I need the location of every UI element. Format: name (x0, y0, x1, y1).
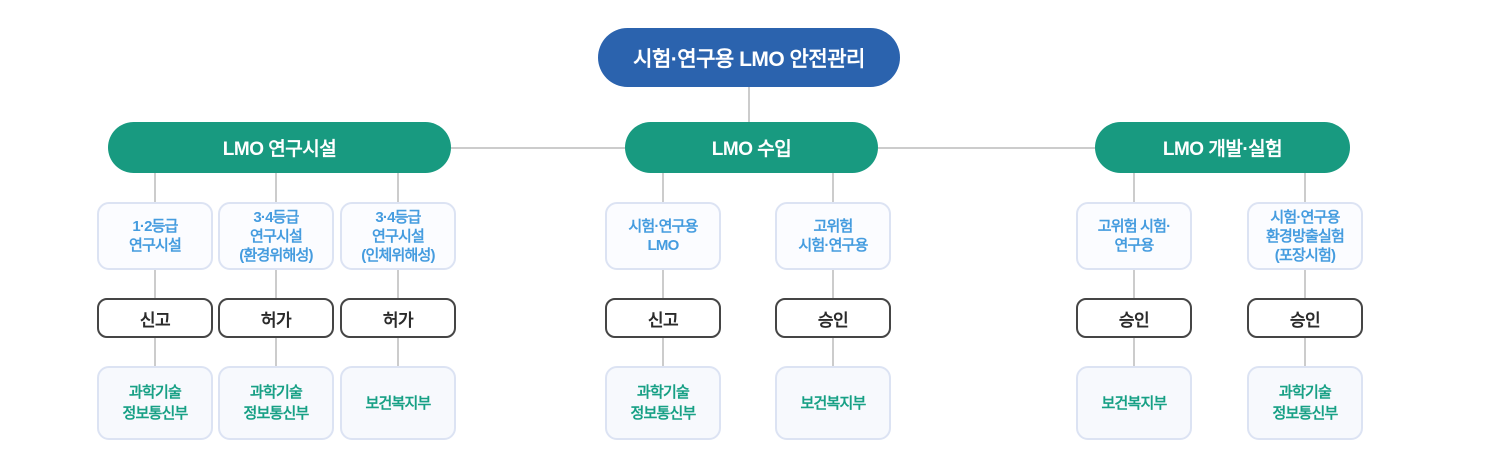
connector-line (397, 338, 399, 366)
ministry-box: 보건복지부 (1076, 366, 1192, 440)
group-pill-import: LMO 수입 (625, 122, 878, 173)
ministry-box: 보건복지부 (340, 366, 456, 440)
connector-line (832, 270, 834, 298)
connector-line (1133, 338, 1135, 366)
connector-line (832, 173, 834, 202)
connector-line (275, 270, 277, 298)
connector-line (662, 173, 664, 202)
connector-line (397, 173, 399, 202)
root-node: 시험·연구용 LMO 안전관리 (598, 28, 900, 87)
group-pill-research-facility: LMO 연구시설 (108, 122, 451, 173)
category-box: 시험·연구용 LMO (605, 202, 721, 270)
ministry-box: 과학기술 정보통신부 (97, 366, 213, 440)
action-box: 승인 (775, 298, 891, 338)
ministry-box: 보건복지부 (775, 366, 891, 440)
connector-line (748, 87, 750, 122)
ministry-box: 과학기술 정보통신부 (1247, 366, 1363, 440)
action-box: 허가 (340, 298, 456, 338)
connector-line (154, 338, 156, 366)
category-box: 3·4등급 연구시설 (인체위해성) (340, 202, 456, 270)
connector-line (1304, 270, 1306, 298)
connector-line (1133, 270, 1135, 298)
connector-line (1133, 173, 1135, 202)
category-box: 고위험 시험·연구용 (775, 202, 891, 270)
category-box: 3·4등급 연구시설 (환경위해성) (218, 202, 334, 270)
category-box: 고위험 시험· 연구용 (1076, 202, 1192, 270)
action-box: 승인 (1076, 298, 1192, 338)
ministry-box: 과학기술 정보통신부 (218, 366, 334, 440)
action-box: 신고 (605, 298, 721, 338)
connector-line (275, 338, 277, 366)
connector-line (1304, 338, 1306, 366)
ministry-box: 과학기술 정보통신부 (605, 366, 721, 440)
action-box: 신고 (97, 298, 213, 338)
connector-line (154, 173, 156, 202)
group-pill-development-experiment: LMO 개발·실험 (1095, 122, 1350, 173)
category-box: 1·2등급 연구시설 (97, 202, 213, 270)
action-box: 승인 (1247, 298, 1363, 338)
connector-line (154, 270, 156, 298)
connector-line (1304, 173, 1306, 202)
connector-line (451, 147, 625, 149)
category-box: 시험·연구용 환경방출실험 (포장시험) (1247, 202, 1363, 270)
connector-line (832, 338, 834, 366)
connector-line (878, 147, 1095, 149)
connector-line (662, 338, 664, 366)
connector-line (397, 270, 399, 298)
action-box: 허가 (218, 298, 334, 338)
connector-line (275, 173, 277, 202)
connector-line (662, 270, 664, 298)
